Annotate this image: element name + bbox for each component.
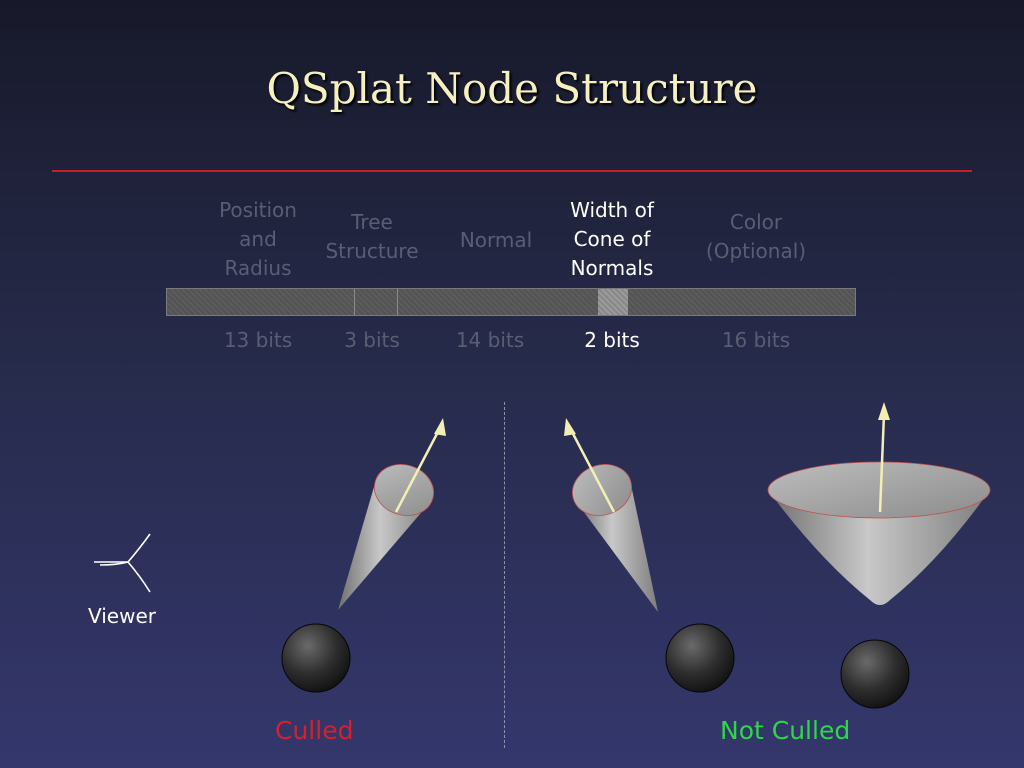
culled-label: Culled <box>275 716 354 745</box>
node-bit-bar <box>166 288 856 316</box>
field-bits-tree-structure: 3 bits <box>344 328 400 352</box>
not-culled-narrow-cone <box>572 464 658 612</box>
bar-segment-cone-width <box>598 289 628 315</box>
viewer-eye-icon <box>94 533 151 593</box>
not-culled-wide-cone <box>767 461 991 605</box>
field-label-normal: Normal <box>459 228 533 252</box>
not-culled-sphere-1 <box>665 623 735 693</box>
field-bits-color: 16 bits <box>721 328 791 352</box>
field-bits-position-radius: 13 bits <box>223 328 293 352</box>
culled-normal-arrow-icon <box>394 418 446 513</box>
slide-title: QSplat Node Structure <box>266 64 758 113</box>
bar-divider-1 <box>354 289 355 315</box>
culled-sphere <box>281 623 351 693</box>
field-label-tree-structure: Tree Structure <box>325 210 419 263</box>
culled-cone <box>338 464 434 610</box>
field-bits-cone-width: 2 bits <box>584 328 640 352</box>
title-underline <box>52 170 972 172</box>
field-label-position-radius: Position and Radius <box>219 198 297 280</box>
not-culled-sphere-2 <box>840 639 910 709</box>
field-label-cone-width: Width of Cone of Normals <box>570 198 654 280</box>
diagram-divider <box>504 402 505 748</box>
not-culled-wide-arrow-icon <box>878 402 890 513</box>
not-culled-label: Not Culled <box>720 716 851 745</box>
not-culled-narrow-arrow-icon <box>564 418 616 513</box>
viewer-label: Viewer <box>88 604 156 628</box>
bar-divider-2 <box>397 289 398 315</box>
field-label-color: Color (Optional) <box>705 210 807 263</box>
field-bits-normal: 14 bits <box>455 328 525 352</box>
